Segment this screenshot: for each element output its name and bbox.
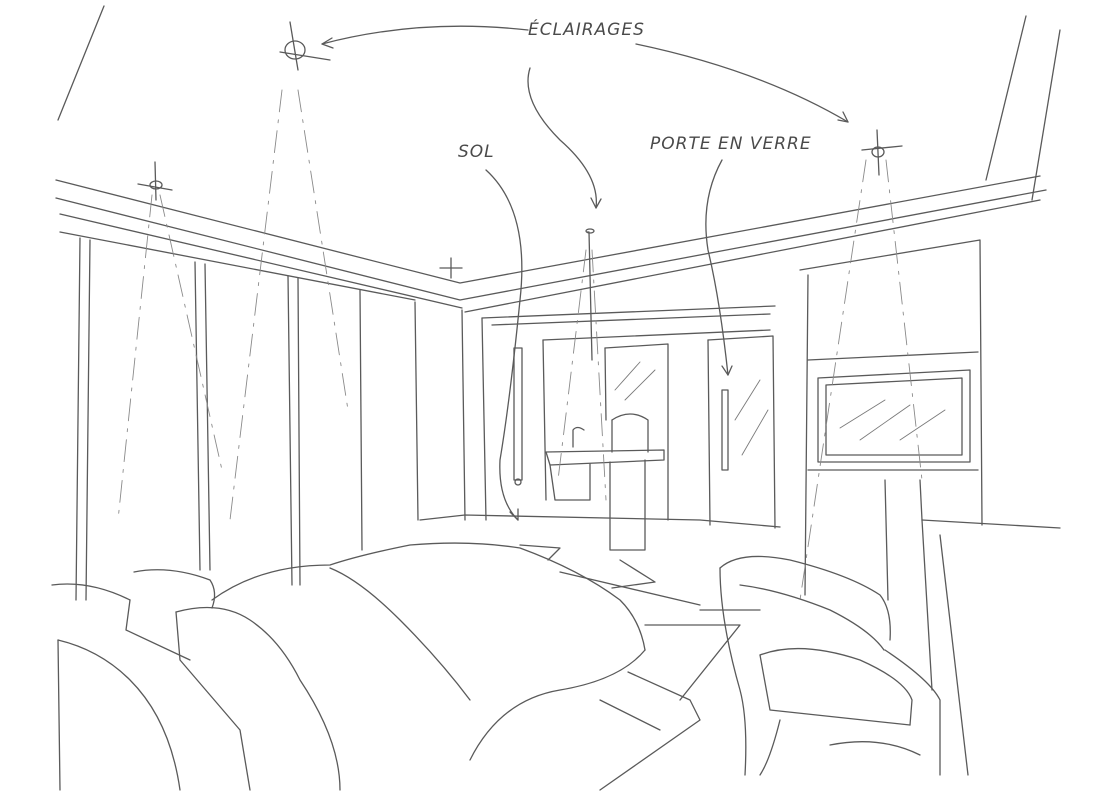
floor-label: SOL [458,142,495,162]
annotation-arrows [321,25,849,521]
ceiling-fixtures [137,21,903,279]
floor-tiles [519,544,761,701]
bed [51,542,701,791]
light-cones [117,89,923,601]
glass-door-label: PORTE EN VERRE [650,134,812,154]
room-structure [55,5,1061,776]
lighting-label: ÉCLAIRAGES [528,20,645,40]
armchair [719,555,941,776]
